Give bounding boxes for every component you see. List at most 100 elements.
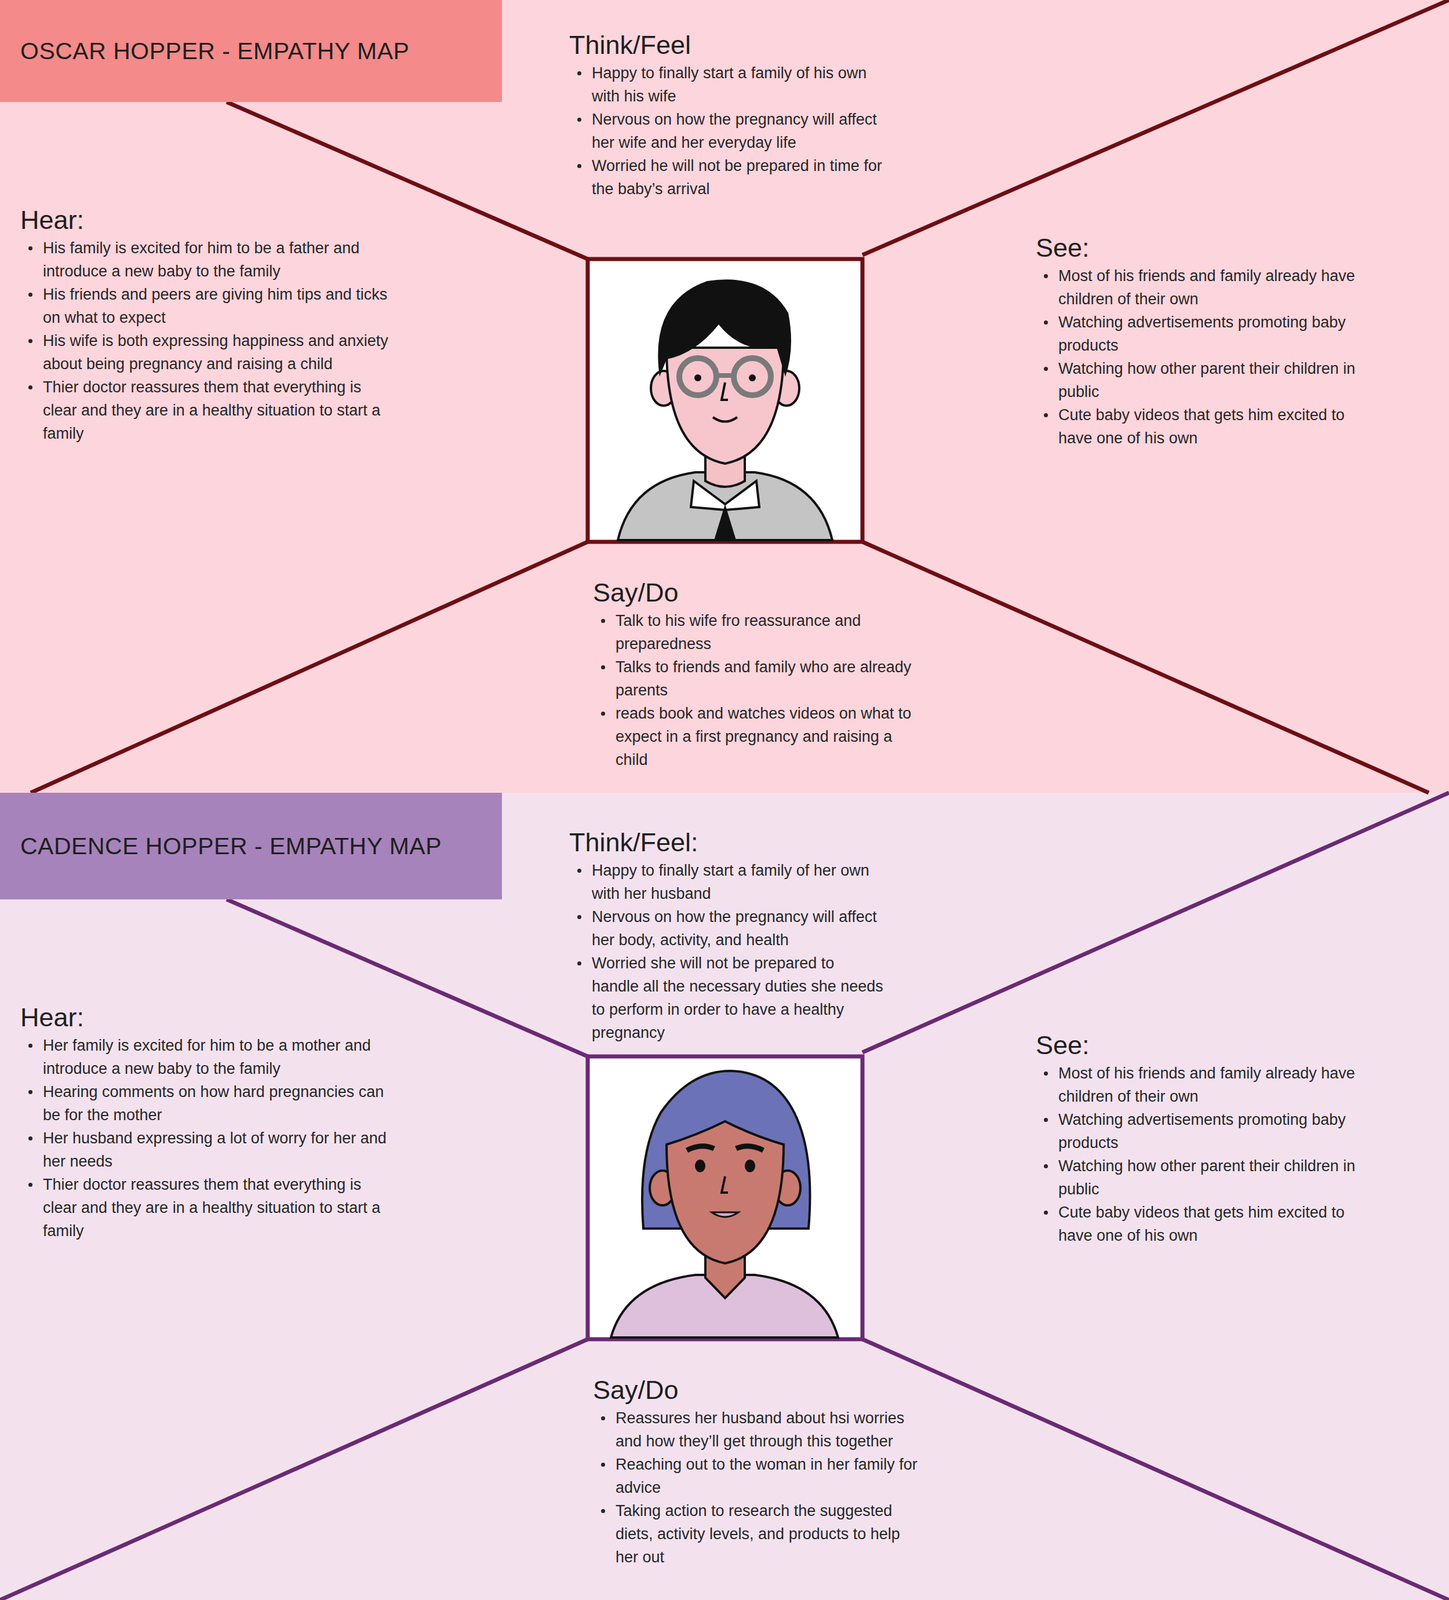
bullet-dot xyxy=(601,1462,606,1467)
bullet-dot xyxy=(577,71,582,76)
bullet-text: Thier doctor reassures them that everyth… xyxy=(42,1176,381,1240)
bullet-item: Hearing comments on how hard pregnancies… xyxy=(20,1080,392,1127)
bullet-item: Cute baby videos that gets him excited t… xyxy=(1035,403,1372,450)
bullet-dot xyxy=(1043,320,1048,325)
bullet-item: Most of his friends and family already h… xyxy=(1035,264,1372,311)
section-heading: Hear: xyxy=(20,204,392,237)
bullet-dot xyxy=(1043,1164,1048,1169)
bullet-dot xyxy=(1043,274,1048,279)
bullet-item: Taking action to research the suggested … xyxy=(592,1499,918,1569)
bullet-text: Most of his friends and family already h… xyxy=(1058,1064,1356,1106)
bullet-dot xyxy=(28,1090,33,1095)
bullet-text: His friends and peers are giving him tip… xyxy=(42,285,388,327)
bullet-text: His wife is both expressing happiness an… xyxy=(42,332,389,373)
bullet-text: Her family is excited for him to be a mo… xyxy=(42,1036,371,1078)
quadrant-section: See:Most of his friends and family alrea… xyxy=(1035,1029,1372,1248)
bullet-dot xyxy=(28,246,33,251)
bullet-text: Her husband expressing a lot of worry fo… xyxy=(42,1129,387,1171)
bullet-dot xyxy=(28,385,33,390)
bullet-text: reads book and watches videos on what to… xyxy=(615,704,912,769)
bullet-item: Worried she will not be prepared to hand… xyxy=(569,951,886,1045)
map-title: OSCAR HOPPER - EMPATHY MAP xyxy=(20,37,410,65)
panel-ground xyxy=(0,792,1449,1600)
section-heading: Say/Do xyxy=(592,1374,918,1407)
section-heading: See: xyxy=(1035,231,1372,265)
bullet-dot xyxy=(577,961,582,966)
quadrant-section: Think/Feel:Happy to finally start a fami… xyxy=(569,826,886,1045)
bullet-dot xyxy=(601,665,606,670)
title-box: OSCAR HOPPER - EMPATHY MAP xyxy=(0,0,502,103)
bullet-dot xyxy=(28,292,33,297)
bullet-text: Talks to friends and family who are alre… xyxy=(615,658,912,699)
bullet-dot xyxy=(1043,1210,1048,1215)
bullet-dot xyxy=(577,164,582,169)
bullet-text: Taking action to research the suggested … xyxy=(615,1502,901,1567)
bullet-dot xyxy=(577,915,582,920)
bullet-text: Watching advertisements promoting baby p… xyxy=(1058,1111,1346,1152)
bullet-text: Reassures her husband about hsi worries … xyxy=(615,1409,905,1451)
woman-portrait xyxy=(587,1056,863,1340)
bullet-dot xyxy=(28,1136,33,1141)
bullet-text: Most of his friends and family already h… xyxy=(1058,267,1356,308)
bullet-text: Talk to his wife fro reassurance and pre… xyxy=(615,612,861,653)
bullet-dot xyxy=(577,868,582,873)
section-heading: Hear: xyxy=(20,1001,392,1035)
bullet-item: Watching advertisements promoting baby p… xyxy=(1035,1108,1372,1155)
bullet-dot xyxy=(28,339,33,344)
bullet-item: Her family is excited for him to be a mo… xyxy=(20,1034,392,1081)
quadrant-section: See:Most of his friends and family alrea… xyxy=(1035,231,1372,450)
bullet-dot xyxy=(601,711,606,716)
title-box: CADENCE HOPPER - EMPATHY MAP xyxy=(0,792,502,900)
divider-lines xyxy=(0,792,1449,1600)
bullet-text: Cute baby videos that gets him excited t… xyxy=(1058,406,1345,447)
bullet-dot xyxy=(1043,413,1048,418)
quadrant-section: Hear:His family is excited for him to be… xyxy=(20,204,392,446)
bullet-dot xyxy=(1043,1071,1048,1076)
bullet-dot xyxy=(601,1509,606,1514)
bullet-dot xyxy=(28,1043,33,1048)
bullet-text: Watching advertisements promoting baby p… xyxy=(1058,313,1346,355)
bullet-dot xyxy=(601,1416,606,1421)
bullet-item: Reassures her husband about hsi worries … xyxy=(592,1406,918,1454)
bullet-dot xyxy=(1043,1118,1048,1123)
quadrant-section: Hear:Her family is excited for him to be… xyxy=(20,1001,392,1243)
bullet-text: Worried he will not be prepared in time … xyxy=(591,157,883,198)
bullet-item: Reaching out to the woman in her family … xyxy=(592,1453,918,1500)
bullet-text: Cute baby videos that gets him excited t… xyxy=(1058,1203,1345,1245)
divider-lines xyxy=(30,0,1449,793)
bullet-dot xyxy=(28,1182,33,1188)
bullet-dot xyxy=(601,619,606,624)
bullet-item: Most of his friends and family already h… xyxy=(1035,1061,1372,1109)
panel-ground xyxy=(0,0,1449,793)
bullet-text: Happy to finally start a family of her o… xyxy=(591,861,870,903)
quadrant-section: Say/DoTalk to his wife fro reassurance a… xyxy=(592,576,918,772)
bullet-text: Nervous on how the pregnancy will affect… xyxy=(591,908,877,949)
man-portrait xyxy=(587,259,863,542)
bullet-item: Nervous on how the pregnancy will affect… xyxy=(569,107,886,155)
bullet-item: Watching how other parent their children… xyxy=(1035,357,1372,404)
bullet-dot xyxy=(1043,366,1048,371)
section-heading: See: xyxy=(1035,1029,1372,1062)
bullet-text: Happy to finally start a family of his o… xyxy=(591,64,867,105)
bullet-text: Worried she will not be prepared to hand… xyxy=(591,954,884,1042)
section-heading: Think/Feel: xyxy=(569,826,886,859)
bullet-item: His friends and peers are giving him tip… xyxy=(20,282,392,330)
section-heading: Say/Do xyxy=(592,576,918,610)
bullet-item: Talk to his wife fro reassurance and pre… xyxy=(592,609,918,656)
bullet-item: reads book and watches videos on what to… xyxy=(592,701,918,772)
bullet-text: Watching how other parent their children… xyxy=(1058,1157,1356,1199)
bullet-item: Thier doctor reassures them that everyth… xyxy=(20,1173,392,1243)
bullet-item: Watching how other parent their children… xyxy=(1035,1154,1372,1201)
bullet-text: His family is excited for him to be a fa… xyxy=(42,239,360,280)
bullet-item: His wife is both expressing happiness an… xyxy=(20,329,392,376)
quadrant-section: Think/FeelHappy to finally start a famil… xyxy=(569,28,886,201)
bullet-item: Cute baby videos that gets him excited t… xyxy=(1035,1200,1372,1248)
bullet-item: Happy to finally start a family of his o… xyxy=(569,61,886,108)
bullet-text: Watching how other parent their children… xyxy=(1058,359,1356,401)
bullet-item: Thier doctor reassures them that everyth… xyxy=(20,375,392,446)
bullet-item: Talks to friends and family who are alre… xyxy=(592,655,918,702)
bullet-dot xyxy=(577,117,582,122)
bullet-item: Watching advertisements promoting baby p… xyxy=(1035,310,1372,358)
bullet-text: Hearing comments on how hard pregnancies… xyxy=(42,1083,384,1124)
bullet-item: His family is excited for him to be a fa… xyxy=(20,236,392,283)
